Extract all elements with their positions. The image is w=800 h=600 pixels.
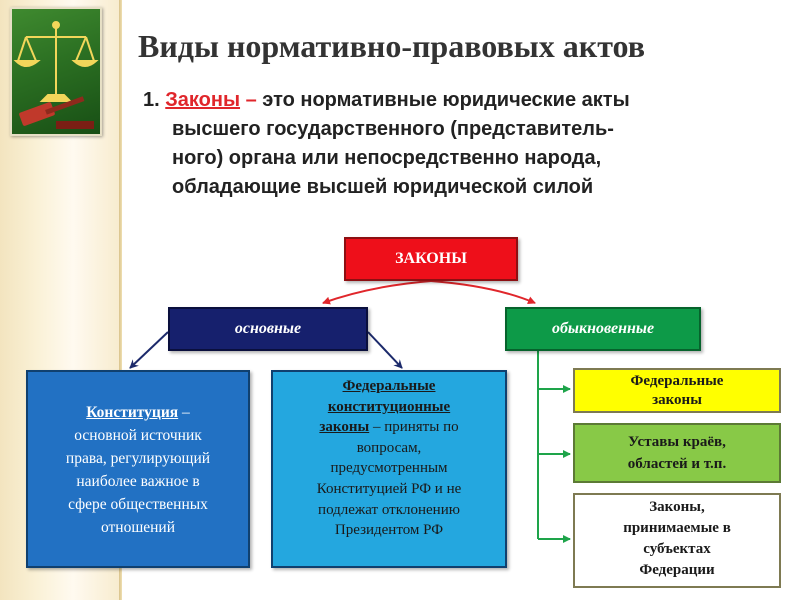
ordinary-laws-box: обыкновенные — [505, 307, 701, 351]
fkz-term-line-3: законы — [319, 419, 370, 436]
fkz-line-7: подлежат отклонению — [318, 501, 460, 518]
constitution-line-3: наиболее важное в — [76, 473, 200, 490]
justice-logo — [10, 7, 102, 136]
constitution-line-4: сфере общественных — [68, 496, 208, 513]
charters-line-2: областей и т.п. — [627, 456, 727, 472]
definition-line-3: ного) органа или непосредственно народа, — [172, 147, 602, 169]
fkz-line-4: вопросам, — [356, 439, 422, 456]
definition-line-1-rest: это нормативные юридические акты — [262, 89, 630, 111]
definition-text: 1. Законы – это нормативные юридические … — [143, 86, 793, 202]
constitution-line-5: отношений — [100, 519, 176, 536]
fkz-term-line-1: Федеральные — [342, 378, 436, 394]
scales-of-justice-icon — [13, 21, 99, 102]
fkz-line-5: предусмотренным — [330, 460, 448, 477]
subject-laws-line-3: субъектах — [643, 541, 711, 557]
basic-laws-box: основные — [168, 307, 368, 351]
fkz-line-8: Президентом РФ — [334, 522, 444, 539]
fkz-rest-first: – приняты по — [372, 419, 459, 436]
fkz-line-6: Конституцией РФ и не — [316, 480, 462, 497]
definition-line-2: высшего государственного (представитель- — [172, 118, 614, 140]
constitution-line-2: права, регулирующий — [65, 450, 211, 467]
fkz-line-3: законы – приняты по — [277, 417, 501, 438]
federal-laws-line-2: законы — [652, 392, 702, 408]
gavel-icon — [19, 96, 94, 129]
definition-line-4: обладающие высшей юридической силой — [172, 176, 594, 198]
federal-laws-box: Федеральные законы — [573, 368, 781, 413]
definition-number: 1. — [143, 89, 160, 111]
charters-line-1: Уставы краёв, — [628, 434, 726, 450]
subject-laws-line-2: принимаемые в — [623, 520, 731, 536]
constitution-heading: Конституция – — [34, 401, 242, 424]
charters-box: Уставы краёв, областей и т.п. — [573, 423, 781, 483]
constitution-term: Конституция — [86, 404, 179, 421]
definition-dash: – — [245, 89, 257, 111]
fkz-term-line-2: конституционные — [327, 398, 451, 415]
arrow-basic-to-fkz — [367, 331, 403, 369]
federal-constitutional-laws-box: Федеральные конституционные законы – при… — [271, 370, 507, 568]
constitution-dash: – — [182, 404, 190, 421]
definition-term: Законы — [165, 89, 241, 111]
federal-laws-line-1: Федеральные — [630, 373, 724, 389]
subject-laws-box: Законы, принимаемые в субъектах Федераци… — [573, 493, 781, 588]
page-title: Виды нормативно-правовых актов — [138, 28, 645, 64]
arrow-root-to-basic — [322, 280, 432, 305]
sidebar-divider — [119, 0, 122, 600]
constitution-box: Конституция – основной источник права, р… — [26, 370, 250, 568]
definition-line-1: 1. Законы – это нормативные юридические … — [143, 86, 793, 115]
arrow-basic-to-constitution — [129, 331, 169, 369]
arrow-root-to-ordinary — [430, 280, 536, 304]
subject-laws-line-4: Федерации — [639, 562, 715, 578]
laws-root-box: ЗАКОНЫ — [344, 237, 518, 281]
constitution-line-1: основной источник — [74, 427, 202, 444]
subject-laws-line-1: Законы, — [649, 499, 705, 515]
